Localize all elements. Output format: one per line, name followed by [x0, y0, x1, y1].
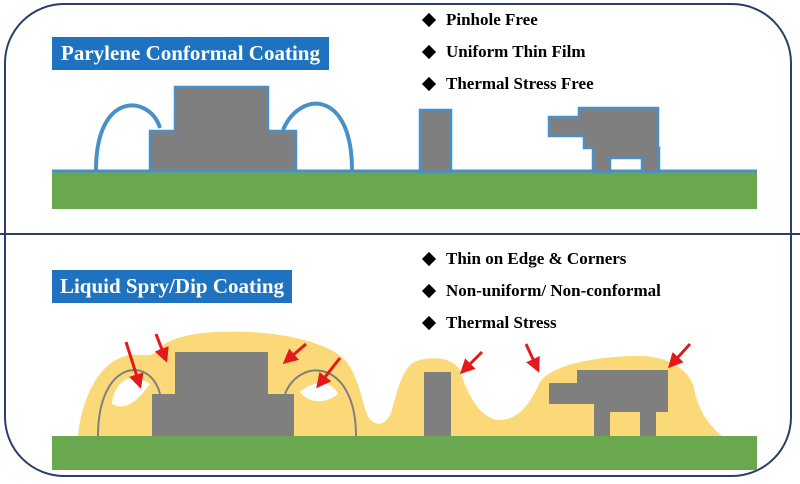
diagram-frame — [4, 3, 792, 477]
arrow-icon — [154, 333, 169, 363]
wire-loop-left — [94, 103, 162, 171]
chip-component — [152, 352, 294, 436]
list-item: Non-uniform/ Non-conformal — [420, 281, 661, 313]
wire-loop-right — [281, 101, 354, 171]
parylene-scene — [52, 85, 757, 209]
list-item: Uniform Thin Film — [420, 42, 594, 74]
chip-component — [148, 85, 298, 173]
diamond-bullet-icon — [421, 315, 437, 331]
liquid-scene — [52, 331, 757, 470]
list-item: Thermal Stress Free — [420, 74, 594, 106]
small-component — [424, 372, 451, 436]
arrow-icon — [316, 357, 342, 389]
arrow-icon — [524, 343, 540, 373]
arrow-icon — [124, 341, 144, 389]
diamond-bullet-icon — [421, 251, 437, 267]
arrow-icon — [282, 342, 307, 364]
substrate-board — [52, 171, 757, 209]
liquid-coating-drawbacks-list: Thin on Edge & Corners Non-uniform/ Non-… — [420, 249, 661, 345]
parylene-title: Parylene Conformal Coating — [52, 37, 329, 70]
list-item: Pinhole Free — [420, 10, 594, 42]
panel-divider — [0, 233, 800, 235]
arrow-icon — [667, 342, 692, 369]
substrate-board — [52, 436, 757, 470]
small-component — [418, 108, 453, 174]
diamond-bullet-icon — [421, 283, 437, 299]
liquid-coating-title: Liquid Spry/Dip Coating — [52, 270, 292, 303]
arrow-icon — [459, 350, 484, 375]
defect-arrows — [124, 333, 692, 389]
raised-component — [549, 370, 668, 436]
list-item: Thermal Stress — [420, 313, 661, 345]
wire-loop-left — [97, 369, 161, 437]
raised-component — [547, 106, 661, 174]
list-item: Thin on Edge & Corners — [420, 249, 661, 281]
parylene-benefits-list: Pinhole Free Uniform Thin Film Thermal S… — [420, 10, 594, 106]
